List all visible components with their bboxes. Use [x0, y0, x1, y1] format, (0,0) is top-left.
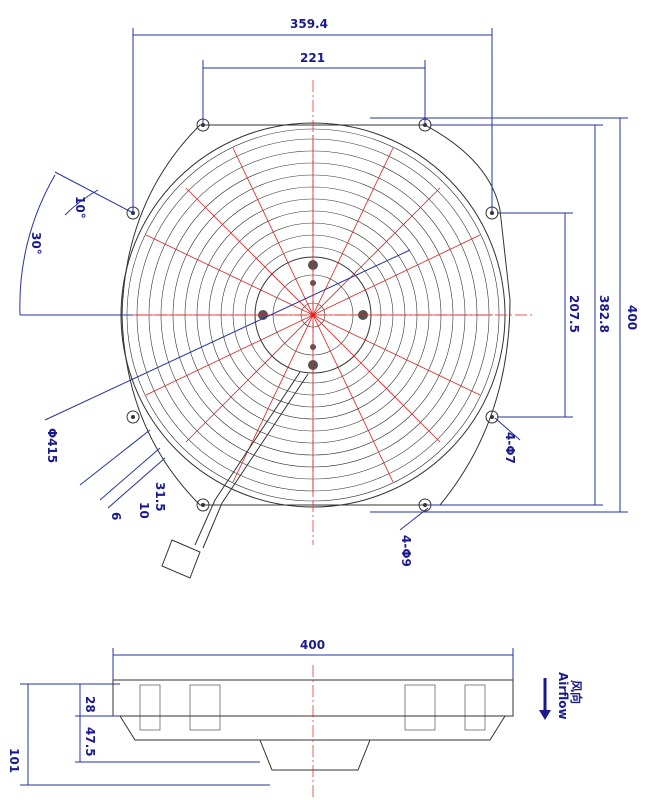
side-motor	[259, 739, 371, 771]
dim-height-inner: 207.5	[567, 295, 581, 333]
dim-side-d1: 28	[83, 696, 97, 713]
dim-angle-inner: 10°	[73, 196, 87, 219]
dim-mount-span: 359.4	[290, 17, 328, 31]
dim-diameter: Φ415	[45, 428, 59, 463]
dim-small-1: 31.5	[153, 482, 167, 512]
dim-height-mount: 382.8	[597, 295, 611, 333]
holes-large-callout: 4-Φ9	[399, 535, 413, 567]
holes-small-callout: 4-Φ7	[503, 432, 517, 464]
dim-height-total: 400	[625, 305, 639, 330]
wire-harness	[194, 371, 301, 546]
front-dimensions	[19, 28, 628, 531]
airflow-label-en: Airflow	[556, 672, 570, 720]
side-tabs	[139, 684, 486, 731]
dim-small-2: 10	[137, 502, 151, 519]
dim-side-d2: 47.5	[83, 727, 97, 757]
shroud-outline	[121, 124, 511, 506]
connector	[161, 539, 201, 579]
dim-side-height: 101	[7, 748, 21, 773]
dim-small-3: 6	[109, 512, 123, 520]
wire-harness-2	[202, 373, 309, 549]
airflow-label-cn: 风向	[569, 680, 584, 704]
dim-inner-span: 221	[300, 51, 325, 65]
front-view	[95, 80, 535, 579]
dim-side-width: 400	[300, 638, 325, 652]
side-dimensions	[20, 648, 551, 786]
side-view	[112, 665, 514, 800]
dim-angle-outer: 30°	[29, 232, 43, 255]
side-blade	[119, 715, 506, 741]
